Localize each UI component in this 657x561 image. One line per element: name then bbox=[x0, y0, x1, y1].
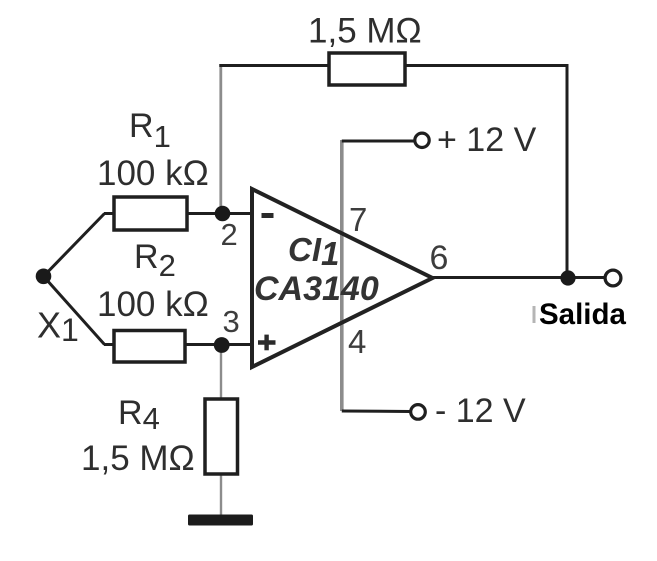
svg-text:1,5 MΩ: 1,5 MΩ bbox=[308, 12, 422, 51]
svg-text:100 kΩ: 100 kΩ bbox=[97, 154, 209, 193]
svg-text:CA3140: CA3140 bbox=[254, 270, 379, 308]
svg-text:CI1: CI1 bbox=[288, 231, 339, 272]
svg-text:Salida: Salida bbox=[539, 298, 626, 331]
svg-text:3: 3 bbox=[223, 304, 240, 339]
svg-text:R4: R4 bbox=[118, 394, 160, 436]
svg-text:100 kΩ: 100 kΩ bbox=[97, 285, 209, 324]
svg-text:1,5 MΩ: 1,5 MΩ bbox=[81, 439, 195, 478]
svg-text:+ 12 V: + 12 V bbox=[437, 121, 537, 159]
svg-text:4: 4 bbox=[348, 323, 366, 360]
svg-text:X1: X1 bbox=[37, 305, 79, 349]
svg-text:- 12 V: - 12 V bbox=[435, 392, 526, 430]
svg-text:7: 7 bbox=[349, 201, 367, 238]
svg-text:2: 2 bbox=[221, 217, 238, 252]
svg-text:6: 6 bbox=[430, 239, 449, 277]
